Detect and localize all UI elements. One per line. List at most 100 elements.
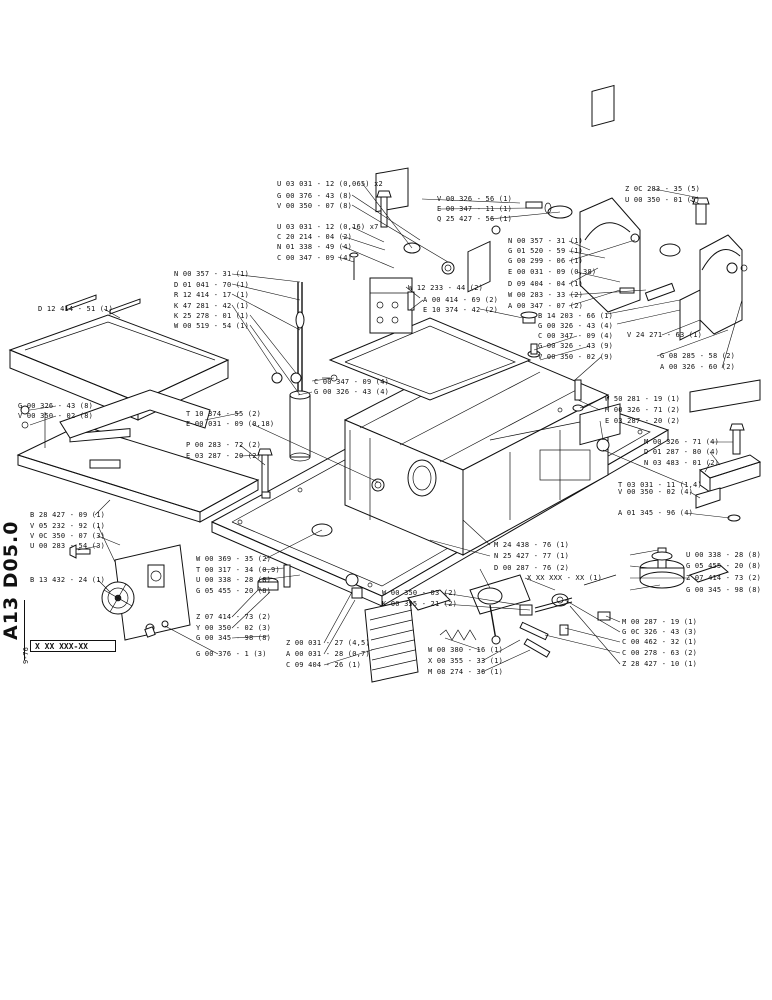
label-g0029906: G 00 299 - 06 (1) — [508, 257, 583, 265]
label-e0003109-038: E 00 031 - 09 (0,38) — [508, 268, 596, 276]
label-w0028333: W 00 283 - 33 (2) — [508, 291, 583, 299]
label-v0035007-8: V 00 350 - 07 (8) — [277, 202, 352, 210]
label-b1343224: B 13 432 - 24 (1) — [30, 576, 105, 584]
label-e1037442: E 10 374 - 42 (2) — [423, 306, 498, 314]
label-g0032643-3: G 0C 326 - 43 (3) — [622, 628, 697, 636]
label-t0303111: T 03 031 - 11 (1,4) — [618, 481, 702, 489]
label-w0051954: W 00 519 - 54 (1) — [174, 322, 249, 330]
label-g0034598-8: G 00 345 - 98 (8) — [196, 634, 271, 642]
label-u0301112-016: U 03 031 - 12 (0,16) x7 — [277, 223, 379, 231]
label-c0034709-mid: C 00 347 - 09 (4) — [314, 378, 389, 386]
valve-block — [369, 277, 413, 334]
label-v0035002-4: V 00 350 - 02 (4) — [618, 488, 693, 496]
label-g0545520-8: G 05 455 - 20 (8) — [196, 587, 271, 595]
label-g0037643-8: G 00 376 - 43 (8) — [277, 192, 352, 200]
label-v0523292: V 05 232 - 92 (1) — [30, 522, 105, 530]
base-frame — [210, 240, 670, 607]
label-v0032656: V 00 326 - 56 (1) — [437, 195, 512, 203]
label-d0104170: D 01 041 - 70 (1) — [174, 281, 249, 289]
label-n0035731-r: N 00 357 - 31 (1) — [508, 237, 583, 245]
bolt-t0031734 — [283, 564, 291, 588]
gear-g0032643 — [551, 593, 569, 607]
bolt-m0032671 — [732, 429, 741, 455]
label-u0301112x2: U 03 031 - 12 (0,065) x2 — [277, 180, 383, 188]
label-n2542777: N 25 427 - 77 (1) — [494, 552, 569, 560]
label-g0032643-8-left: G 00 326 - 43 (8) — [18, 402, 93, 410]
label-e0328720-2: E 03 287 - 20 (2) — [186, 452, 261, 460]
label-v0035002-9: V 00 350 - 02 (9) — [538, 353, 613, 361]
label-z0741473: Z 07 414 - 73 (2) — [196, 613, 271, 621]
leader-lines — [29, 182, 743, 673]
nut-v0035007 — [441, 261, 455, 275]
label-t0031734: T 00 317 - 34 (0,9) — [196, 566, 280, 574]
motor-assembly-left — [69, 448, 291, 641]
label-e0328720-r: E 03 287 - 20 (2) — [605, 417, 680, 425]
label-g0152059: G 01 520 - 59 (1) — [508, 247, 583, 255]
label-m0028719: M 00 287 - 19 (1) — [622, 618, 697, 626]
label-t1037455: T 10 374 - 55 (2) — [186, 410, 261, 418]
label-b1420366: B 14 203 - 66 (1) — [538, 312, 613, 320]
reference-box: X XX XXX-XX — [30, 640, 116, 652]
rod-assembly — [271, 282, 338, 462]
label-v2427163: V 24 271 - 63 (1) — [627, 331, 702, 339]
bolt-e0034711 — [525, 201, 543, 209]
label-w0035003: W 00 350 - 03 (2) — [382, 589, 457, 597]
right-upper-brackets — [491, 84, 748, 341]
spring-w0038016 — [439, 629, 477, 641]
label-u0033828-8: U 00 338 - 28 (8) — [196, 576, 271, 584]
label-a0034707: A 00 347 - 07 (2) — [508, 302, 583, 310]
front-porthole — [407, 459, 437, 497]
label-r1241417: R 12 414 - 17 (1) — [174, 291, 249, 299]
top-assembly — [328, 167, 538, 401]
left-covers — [8, 294, 260, 523]
label-g0032643-9: G 00 326 - 43 (9) — [538, 342, 613, 350]
label-k2527801: K 25 278 - 01 (1) — [174, 312, 249, 320]
label-k0035521: K 00 355 - 21 (2) — [382, 600, 457, 608]
labels: U 03 031 - 12 (0,065) x2 G 00 376 - 43 (… — [18, 180, 761, 676]
label-d0028776: D 00 287 - 76 (2) — [494, 564, 569, 572]
pin-x0035533 — [519, 621, 549, 641]
label-m0032671-2: M 00 326 - 71 (2) — [605, 406, 680, 414]
ring-e0003109 — [371, 478, 385, 492]
label-x0035533: X 00 355 - 33 (1) — [428, 657, 503, 665]
bolt-z0028335 — [695, 203, 707, 225]
right-rail — [527, 343, 762, 522]
side-divider — [24, 600, 25, 660]
rod-cylinder — [289, 394, 311, 458]
label-c0940426: C 09 404 - 26 (1) — [286, 661, 361, 669]
bolt-e0328720 — [261, 454, 269, 494]
pin-m0827436 — [523, 638, 551, 658]
label-v0035007-3: V 0C 350 - 07 (3) — [30, 532, 105, 540]
label-g0037613: G 00 376 - 1 (3) — [196, 650, 267, 658]
label-g0032643-4: G 00 326 - 43 (4) — [314, 388, 389, 396]
main-box-side — [462, 394, 609, 556]
label-c0027863: C 00 278 - 63 (2) — [622, 649, 697, 657]
label-w0038016: W 00 380 - 16 (1) — [428, 646, 503, 654]
label-m0827436: M 08 274 - 36 (1) — [428, 668, 503, 676]
label-a0041469: A 00 414 - 69 (2) — [423, 296, 498, 304]
label-k4728142: K 47 281 - 42 (1) — [174, 302, 249, 310]
bolt-b1420366 — [644, 282, 676, 302]
label-d0128780: D 01 287 - 80 (4) — [644, 448, 719, 456]
label-b2842709: B 28 427 - 09 (1) — [30, 511, 105, 519]
label-e0003109-018: E 00 031 - 09 (0,18) — [186, 420, 274, 428]
ring-corner-right — [596, 438, 610, 452]
label-z2842710: Z 28 427 - 10 (1) — [622, 660, 697, 668]
lever-arm — [489, 604, 497, 641]
filter-c0940426 — [364, 599, 419, 683]
label-g0545520-r: G 05 455 - 20 (8) — [686, 562, 761, 570]
label-n0133849: N 01 338 - 49 (4) — [277, 243, 352, 251]
label-xxxx-1: X XX XXX - XX (1) — [527, 574, 602, 582]
label-z0003127: Z 00 031 - 27 (4,5) — [286, 639, 370, 647]
label-d1241451: D 12 414 - 51 (1) — [38, 305, 113, 313]
label-y0035002: Y 00 350 - 02 (3) — [196, 624, 271, 632]
side-window — [467, 240, 491, 293]
bolt-m0028719 — [597, 611, 611, 621]
ring-corner-front — [345, 573, 359, 587]
label-p0028372: P 00 283 - 72 (2) — [186, 441, 261, 449]
motor-housing — [147, 564, 165, 588]
label-z0741473-r: Z 07 414 - 73 (2) — [686, 574, 761, 582]
label-w1223344: W 12 233 - 44 (2) — [408, 284, 483, 292]
label-z0028335: Z 0C 283 - 35 (5) — [625, 185, 700, 193]
label-g0034598-r: G 00 345 - 98 (8) — [686, 586, 761, 594]
